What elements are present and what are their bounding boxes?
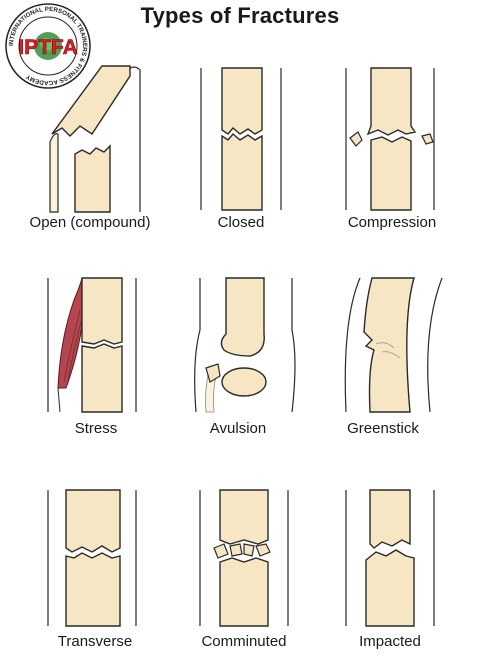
logo-letters: IPTFA	[18, 36, 78, 59]
fracture-closed-illustration	[181, 67, 301, 218]
label-transverse: Transverse	[57, 633, 133, 650]
fracture-greenstick-illustration	[330, 270, 450, 420]
academy-logo: INTERNATIONAL PERSONAL TRAINERS & FITNES…	[4, 2, 92, 90]
fracture-impacted-illustration	[330, 482, 450, 632]
label-closed: Closed	[217, 214, 265, 231]
label-greenstick: Greenstick	[347, 420, 419, 437]
fracture-open-illustration	[30, 62, 150, 213]
label-impacted: Impacted	[359, 633, 421, 650]
fracture-avulsion-illustration	[184, 270, 304, 420]
label-comminuted: Comminuted	[201, 633, 287, 650]
label-avulsion: Avulsion	[209, 420, 267, 437]
fracture-compression-illustration	[330, 67, 450, 218]
fracture-comminuted-illustration	[184, 482, 304, 632]
fracture-transverse-illustration	[36, 482, 156, 632]
label-open-compound: Open (compound)	[29, 214, 151, 231]
label-compression: Compression	[347, 214, 437, 231]
page-title: Types of Fractures	[140, 3, 340, 28]
fracture-stress-illustration	[36, 270, 156, 420]
label-stress: Stress	[74, 420, 118, 437]
